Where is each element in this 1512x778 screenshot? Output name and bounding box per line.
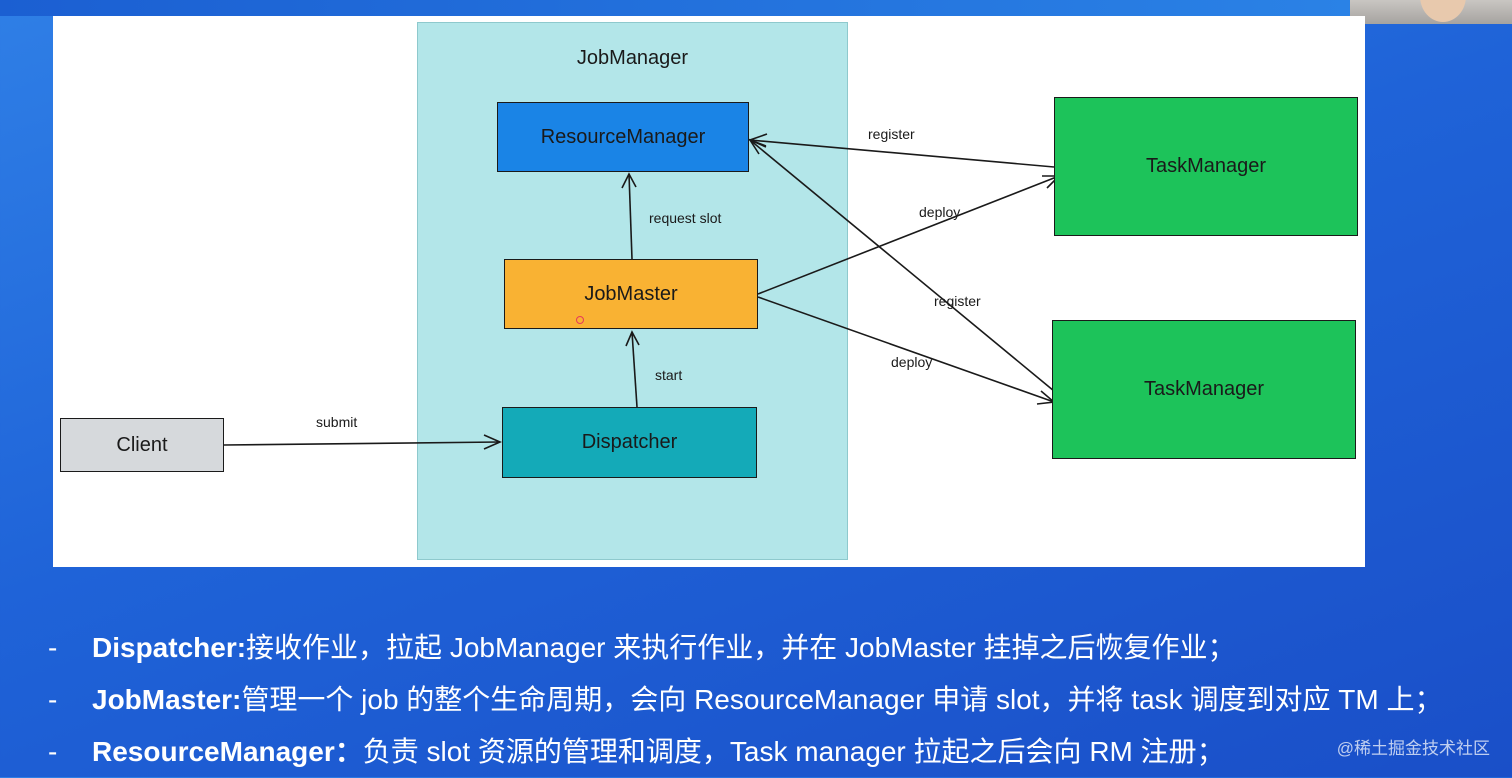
presenter-face [1420,0,1466,22]
edge-submit [223,441,501,446]
note-bullet: - [48,736,58,767]
diagram-panel: JobManager ResourceManager J [53,16,1365,567]
dispatcher-node: Dispatcher [502,407,757,478]
edge-register-1 [749,139,1055,168]
resourcemanager-node: ResourceManager [497,102,749,172]
label-register-1: register [868,126,915,142]
note-term: Dispatcher: [92,632,247,663]
edge-deploy-2 [757,296,1055,403]
mouse-cursor-icon [576,316,584,324]
label-submit: submit [316,414,358,430]
watermark: @稀土掘金技术社区 [1336,739,1490,758]
note-term: ResourceManager： [92,736,363,767]
client-node: Client [60,418,224,472]
top-band [0,0,1512,16]
edge-deploy-1 [757,175,1060,295]
edge-request-slot [628,173,633,260]
webcam-overlay [1350,0,1512,24]
label-request-slot: request slot [649,210,722,226]
diagram-arrows [223,133,1061,450]
note-jobmaster: - JobMaster: 管理一个 job 的整个生命周期，会向 Resourc… [48,674,1488,726]
label-deploy-2: deploy [891,354,933,370]
edge-start [631,331,638,408]
note-term: JobMaster: [92,684,242,715]
edge-register-2-head [748,138,767,155]
taskmanager-node-2: TaskManager [1052,320,1356,459]
label-start: start [655,367,683,383]
jobmaster-node: JobMaster [504,259,758,329]
note-resourcemanager: - ResourceManager： 负责 slot 资源的管理和调度，Task… [48,726,1488,778]
note-text: 负责 slot 资源的管理和调度，Task manager 拉起之后会向 RM … [362,736,1225,767]
taskmanager-node-1: TaskManager [1054,97,1358,236]
edge-start-head [625,330,640,347]
note-bullet: - [48,632,58,663]
note-dispatcher: - Dispatcher: 接收作业，拉起 JobManager 来执行作业，并… [48,622,1488,674]
jobmanager-title: JobManager [576,47,689,69]
note-text: 管理一个 job 的整个生命周期，会向 ResourceManager 申请 s… [241,684,1443,715]
label-deploy-1: deploy [919,204,961,220]
edge-request-slot-head [621,172,637,189]
note-text: 接收作业，拉起 JobManager 来执行作业，并在 JobMaster 挂掉… [246,632,1236,663]
note-bullet: - [48,684,58,715]
notes-list: - Dispatcher: 接收作业，拉起 JobManager 来执行作业，并… [48,622,1488,778]
edge-submit-head [483,434,502,450]
edge-register-2 [749,139,1055,392]
label-register-2: register [934,293,981,309]
